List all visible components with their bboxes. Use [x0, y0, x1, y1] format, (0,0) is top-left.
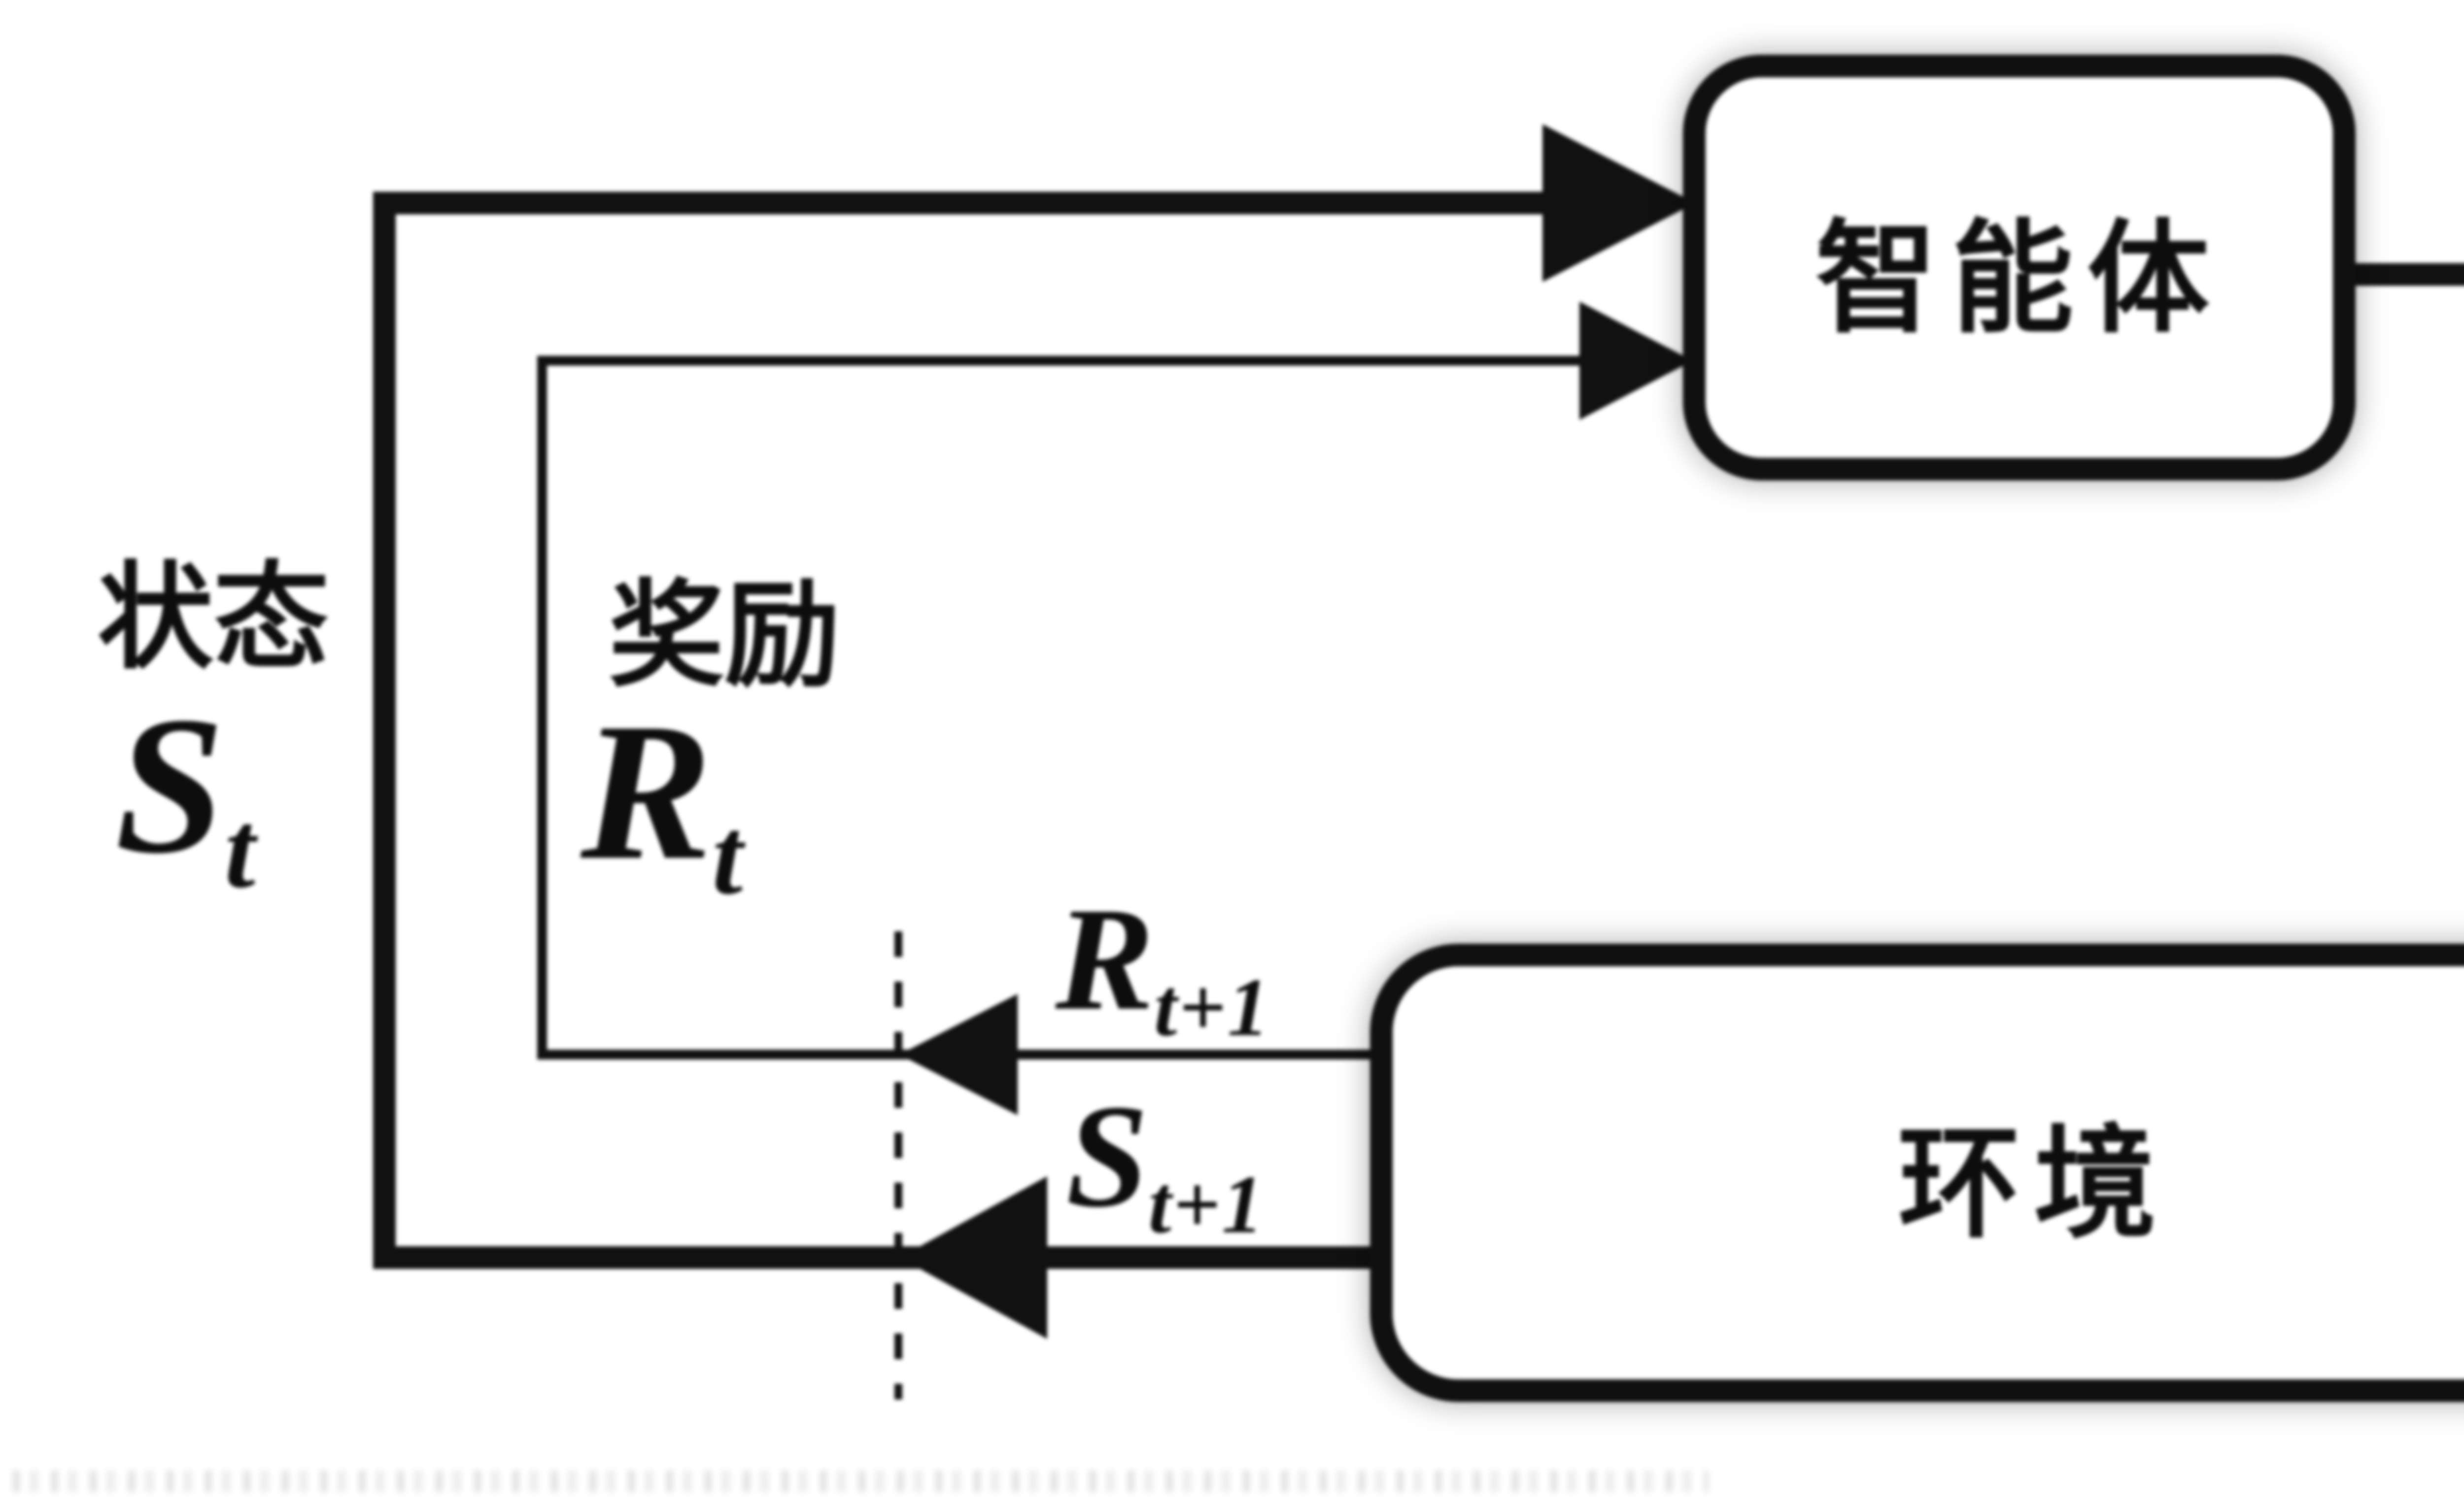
state-label-cn: 状态 — [98, 554, 329, 683]
reward-next-symbol-subscript: t+1 — [1154, 961, 1271, 1054]
state-symbol-base: S — [115, 676, 225, 894]
agent-box-label: 智能体 — [1815, 211, 2224, 347]
state-into-agent-arrowhead-icon — [1542, 124, 1695, 282]
reward-next-symbol: Rt+1 — [1056, 885, 1271, 1049]
reward-symbol: Rt — [581, 693, 745, 911]
agent-box: 智能体 — [1683, 55, 2356, 480]
state-symbol: St — [115, 686, 257, 905]
reward-next-arrowhead-icon — [899, 994, 1018, 1115]
environment-box-label: 环境 — [1898, 1117, 2170, 1253]
state-next-symbol-base: S — [1066, 1074, 1149, 1238]
state-next-symbol-subscript: t+1 — [1148, 1159, 1265, 1251]
reward-symbol-subscript: t — [712, 795, 745, 918]
state-next-symbol: St+1 — [1066, 1082, 1265, 1246]
environment-box: 环境 — [1370, 944, 2464, 1402]
cropped-caption-artifact — [13, 1470, 1708, 1492]
reward-into-agent-arrowhead-icon — [1579, 302, 1693, 420]
reward-symbol-base: R — [581, 682, 713, 901]
state-loop-line — [373, 192, 1671, 1269]
state-symbol-subscript: t — [224, 788, 258, 911]
reward-next-symbol-base: R — [1055, 877, 1154, 1041]
reward-label-cn: 奖励 — [609, 572, 840, 701]
state-next-arrowhead-icon — [899, 1176, 1047, 1339]
